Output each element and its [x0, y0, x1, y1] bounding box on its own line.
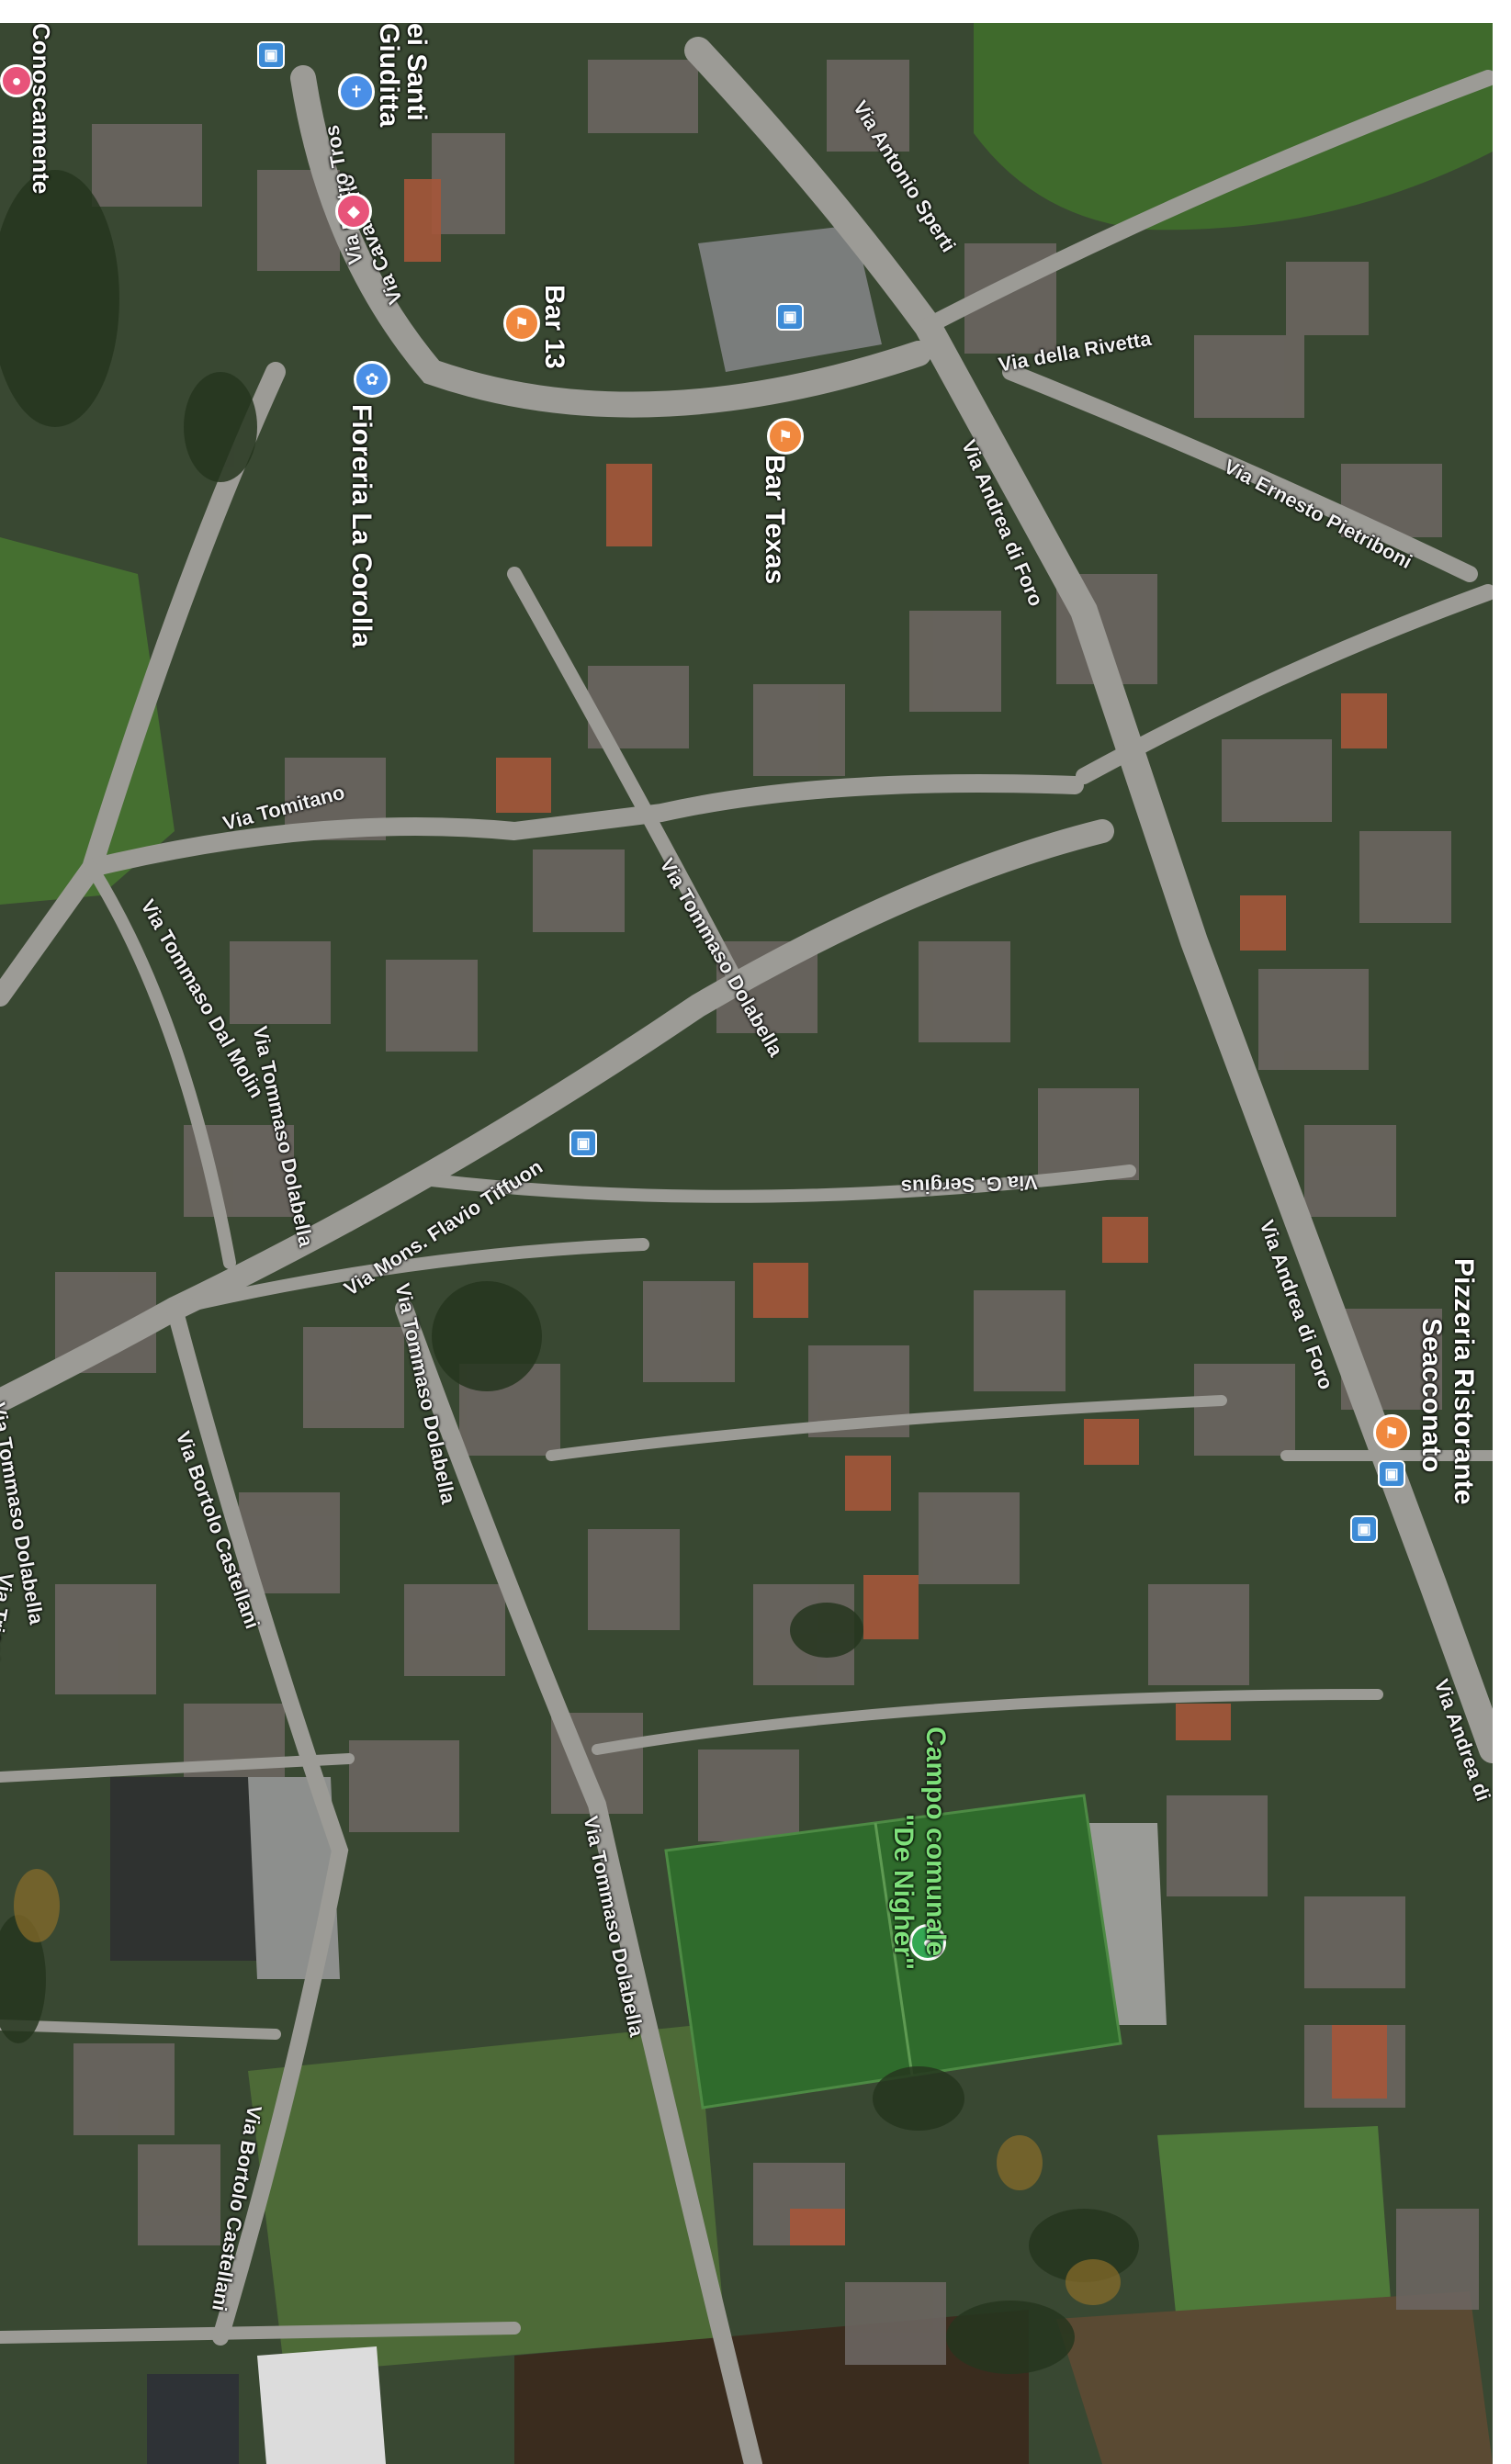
- satellite-imagery: [0, 23, 1493, 2464]
- campo-label-line1[interactable]: Campo comunale: [920, 1727, 951, 1957]
- church-pin[interactable]: ✝: [338, 73, 375, 110]
- conoscamente-pin[interactable]: ●: [0, 64, 33, 97]
- pizzeria-label-line1[interactable]: Pizzeria Ristorante: [1449, 1258, 1479, 1505]
- transit-icon[interactable]: ▣: [1350, 1515, 1378, 1543]
- santi-label-line2[interactable]: Giuditta: [374, 23, 404, 128]
- bar13-pin[interactable]: ⚑: [503, 305, 540, 342]
- pizzeria-pin[interactable]: ⚑: [1373, 1414, 1410, 1451]
- transit-icon[interactable]: ▣: [569, 1130, 597, 1157]
- santi-label-line1[interactable]: ei Santi: [401, 23, 432, 121]
- map-canvas[interactable]: Via Antonio Sperti Via Cavarzano Via Pie…: [0, 23, 1493, 2464]
- street-label: Via G. Sergius: [900, 1171, 1038, 1199]
- pink-pin[interactable]: ◆: [335, 193, 372, 230]
- fioreria-pin[interactable]: ✿: [354, 361, 390, 398]
- campo-pin[interactable]: ●: [909, 1924, 946, 1961]
- fioreria-label[interactable]: Fioreria La Corolla: [346, 404, 377, 648]
- conoscamente-label[interactable]: Conoscamente: [28, 23, 55, 195]
- bar13-label[interactable]: Bar 13: [539, 285, 569, 369]
- bar-texas-label[interactable]: Bar Texas: [760, 455, 790, 585]
- bar-texas-pin[interactable]: ⚑: [767, 418, 804, 455]
- transit-icon[interactable]: ▣: [257, 41, 285, 69]
- transit-icon[interactable]: ▣: [1378, 1460, 1405, 1488]
- campo-label-line2[interactable]: "De Nigher": [888, 1814, 919, 1971]
- transit-icon[interactable]: ▣: [776, 303, 804, 331]
- pizzeria-label-line2[interactable]: Seacconato: [1416, 1318, 1447, 1473]
